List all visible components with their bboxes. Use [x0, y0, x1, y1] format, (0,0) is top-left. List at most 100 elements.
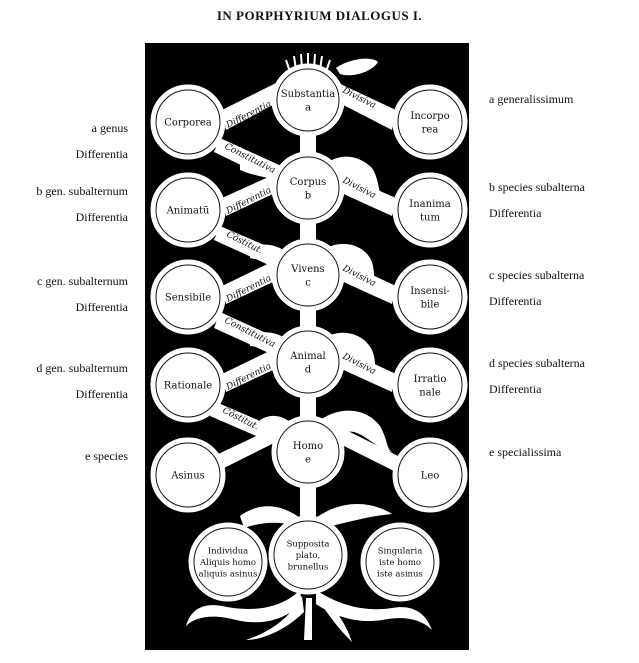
- node-corporea: Corporea: [150, 84, 226, 160]
- node-inner-ring: [276, 68, 340, 132]
- node-circle: [392, 437, 468, 513]
- node-inner-ring: [155, 352, 221, 418]
- node-inner-ring: [397, 177, 463, 243]
- node-label: Vivens: [290, 264, 324, 275]
- left-label-d: d gen. subalternum: [36, 361, 128, 375]
- node-inner-ring: [193, 527, 263, 597]
- node-label: iste asinus: [377, 569, 423, 579]
- node-circle: [150, 437, 226, 513]
- node-circle: [268, 515, 348, 595]
- node-circle: [392, 259, 468, 335]
- node-inner-ring: [155, 442, 221, 508]
- node-corpus: Corpus b: [271, 151, 345, 225]
- node-circle: [271, 151, 345, 225]
- node-inner-ring: [397, 442, 463, 508]
- node-inner-ring: [276, 330, 340, 394]
- node-label: Insensi-: [410, 286, 450, 297]
- right-label-d-differentia: Differentia: [489, 382, 542, 396]
- right-label-a: a generalissimum: [489, 92, 574, 106]
- node-inner-ring: [397, 264, 463, 330]
- node-inanimatum: Inanima tum: [392, 172, 468, 248]
- left-label-e: e species: [85, 449, 128, 463]
- node-circle: [271, 238, 345, 312]
- node-circle: [392, 347, 468, 423]
- root: [246, 596, 304, 640]
- node-leo: Leo: [392, 437, 468, 513]
- node-label: Individua: [208, 547, 249, 557]
- root: [186, 590, 302, 626]
- node-label: Leo: [421, 471, 440, 482]
- node-circle: [271, 325, 345, 399]
- left-label-b: b gen. subalternum: [36, 184, 128, 198]
- band-constitutiva-a: [214, 138, 290, 186]
- node-rationale: Rationale: [150, 347, 226, 423]
- node-label: b: [305, 190, 311, 201]
- band-constitutiva-c: [214, 312, 290, 360]
- node-label: bile: [421, 299, 440, 310]
- node-inner-ring: [397, 352, 463, 418]
- node-circle: [271, 63, 345, 137]
- node-label: Incorpo: [410, 111, 449, 122]
- right-label-b: b species subalterna: [489, 180, 585, 194]
- left-label-d-differentia: Differentia: [75, 387, 128, 401]
- node-label: Inanima: [409, 199, 450, 210]
- left-label-c: c gen. subalternum: [37, 274, 128, 288]
- root: [304, 598, 312, 640]
- node-inner-ring: [155, 177, 221, 243]
- left-label-a-differentia: Differentia: [75, 147, 128, 161]
- right-label-c-differentia: Differentia: [489, 294, 542, 308]
- node-label: Asinus: [170, 471, 205, 482]
- node-label: Substantia: [281, 89, 335, 100]
- node-inner-ring: [155, 89, 221, 155]
- node-sensibile: Sensibile: [150, 259, 226, 335]
- node-circle: [360, 522, 440, 602]
- page-title: IN PORPHYRIUM DIALOGUS I.: [216, 8, 423, 23]
- node-label: brunellus: [288, 562, 329, 572]
- right-label-d: d species subalterna: [489, 356, 585, 370]
- node-insensibile: Insensi-bile: [392, 259, 468, 335]
- node-animatum: Animatū: [150, 172, 226, 248]
- node-inner-ring: [276, 243, 340, 307]
- left-label-c-differentia: Differentia: [75, 300, 128, 314]
- node-circle: [150, 259, 226, 335]
- node-label: Supposita: [287, 540, 330, 550]
- node-circle: [150, 347, 226, 423]
- node-label: e: [305, 454, 311, 465]
- node-circle: [392, 172, 468, 248]
- node-label: tum: [420, 212, 440, 223]
- leaf: [320, 410, 392, 452]
- left-label-b-differentia: Differentia: [75, 210, 128, 224]
- node-inner-ring: [273, 520, 343, 590]
- node-label: Animal: [289, 351, 326, 362]
- right-label-e: e specialissima: [489, 445, 562, 459]
- node-circle: [392, 84, 468, 160]
- node-label: c: [305, 277, 311, 288]
- node-inner-ring: [155, 264, 221, 330]
- node-label: Animatū: [166, 206, 210, 217]
- right-label-b-differentia: Differentia: [489, 206, 542, 220]
- node-circle: [271, 415, 345, 489]
- node-label: Corpus: [290, 177, 326, 188]
- band-e-right: [320, 420, 402, 472]
- node-label: plato,: [296, 551, 320, 561]
- node-label: d: [305, 364, 312, 375]
- node-irrationale: Irratio nale: [392, 347, 468, 423]
- node-label: Irratio: [414, 374, 447, 385]
- band-e-left: [214, 420, 296, 470]
- node-label: nale: [419, 387, 441, 398]
- left-label-a: a genus: [91, 121, 128, 135]
- node-vivens: Vivens c: [271, 238, 345, 312]
- node-circle: [150, 172, 226, 248]
- node-label: Corporea: [164, 118, 212, 129]
- leaf-top: [336, 58, 378, 76]
- root: [316, 590, 432, 630]
- node-inner-ring: [365, 527, 435, 597]
- node-homo: Homo e: [271, 415, 345, 489]
- node-label: Homo: [293, 441, 323, 452]
